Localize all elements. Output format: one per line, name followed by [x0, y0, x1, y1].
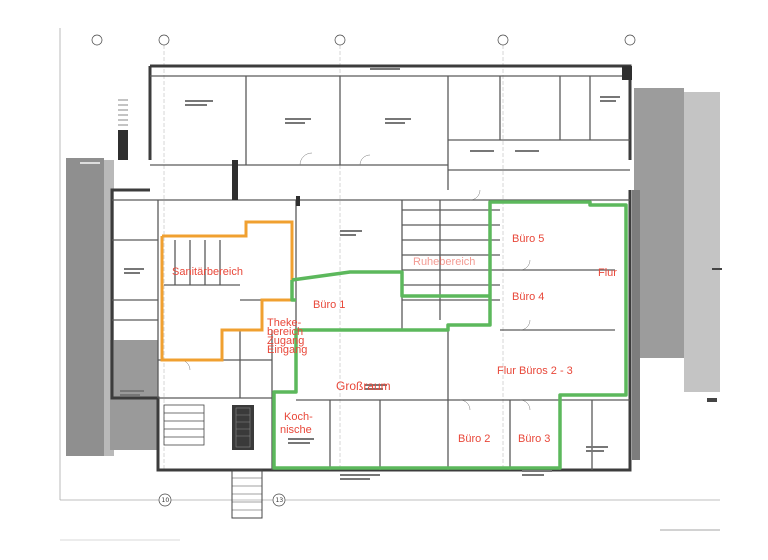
label-theke-3: Zugang — [267, 335, 304, 347]
wall-details — [118, 66, 632, 206]
stair-top-left — [118, 99, 128, 126]
label-kueche-2: nische — [280, 424, 312, 436]
label-kueche-1: Koch- — [284, 411, 313, 423]
tiny-annotations — [80, 68, 722, 480]
left-neighbour-strip — [66, 158, 158, 456]
grid-axes-bottom: 10 13 — [158, 493, 286, 507]
label-buero1: Büro 1 — [313, 299, 345, 311]
label-buero3: Büro 3 — [518, 433, 550, 445]
label-ruhe: Ruhebereich — [413, 256, 475, 268]
stair-bottom — [231, 405, 263, 519]
label-buero4: Büro 4 — [512, 291, 544, 303]
label-flur: Flur — [598, 267, 617, 279]
label-flur-bueros: Flur Büros 2 - 3 — [497, 365, 573, 377]
scale-marks — [60, 529, 720, 541]
room-labels: Sanitärbereich Ruhebereich Büro 1 Büro 5… — [172, 233, 617, 445]
label-grossraum: Großraum — [336, 379, 391, 393]
office-zone-outline — [272, 200, 628, 470]
axis-label-13: 13 — [276, 497, 284, 504]
label-buero2: Büro 2 — [458, 433, 490, 445]
grid-axes-top — [91, 34, 636, 470]
label-theke-2: bereich — [267, 326, 303, 338]
label-theke-1: Theke- — [267, 317, 302, 329]
label-theke-4: Eingang — [267, 344, 307, 356]
elevator-shaft — [163, 404, 205, 446]
label-sanitaer: Sanitärbereich — [172, 266, 243, 278]
right-neighbour-strip — [632, 88, 720, 460]
axis-label-10: 10 — [162, 497, 170, 504]
sanitary-area-outline — [160, 220, 294, 362]
label-buero5: Büro 5 — [512, 233, 544, 245]
